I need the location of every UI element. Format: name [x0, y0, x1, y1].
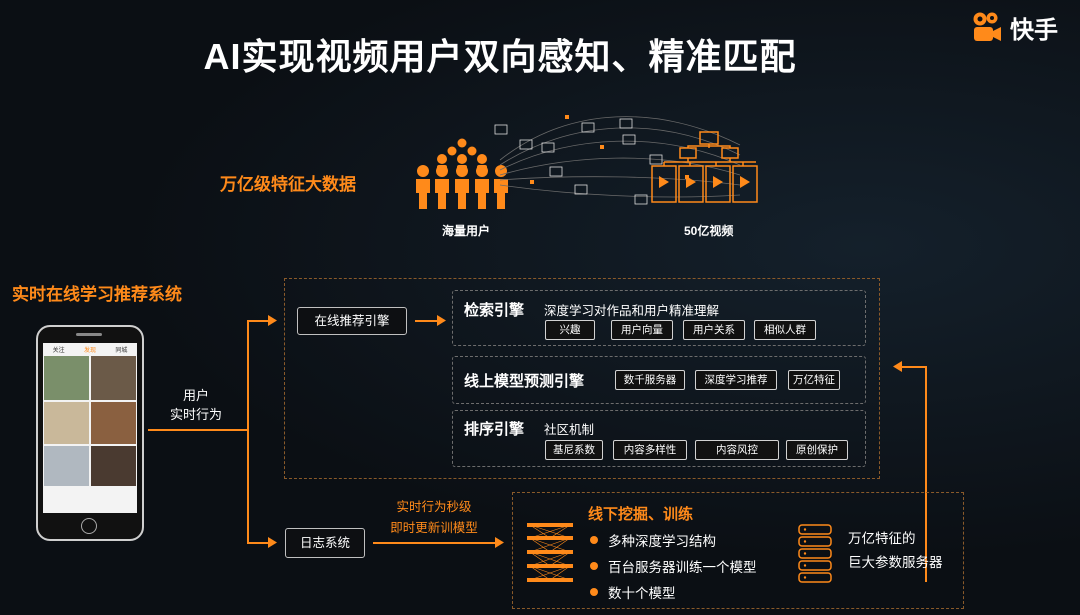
- offline-title: 线下挖掘、训练: [588, 506, 694, 523]
- connector-line: [247, 320, 249, 543]
- tag-gini: 基尼系数: [545, 440, 603, 460]
- log-arrow-line1: 实时行为秒级: [396, 500, 472, 514]
- tag-deep-recommend: 深度学习推荐: [695, 370, 777, 390]
- offline-bullet: 数十个模型: [590, 582, 757, 602]
- videos-label: 50亿视频: [684, 224, 734, 238]
- predict-engine-panel: 线上模型预测引擎 数千服务器 深度学习推荐 万亿特征: [452, 356, 866, 404]
- offline-bullet-text: 百台服务器训练一个模型: [608, 560, 757, 575]
- connector-line: [373, 542, 497, 544]
- feed-thumb[interactable]: [44, 356, 89, 400]
- arrow-icon: [268, 315, 277, 326]
- connector-line: [247, 320, 271, 322]
- server-label: 万亿特征的 巨大参数服务器: [848, 527, 943, 575]
- users-label: 海量用户: [442, 224, 491, 238]
- log-system-button[interactable]: 日志系统: [285, 528, 365, 558]
- videos-tree-icon: [651, 131, 758, 203]
- arrow-icon: [495, 537, 504, 548]
- phone-speaker: [76, 333, 102, 336]
- rank-engine-desc: 社区机制: [544, 423, 595, 437]
- bullet-dot-icon: [590, 536, 598, 544]
- kuaishou-logo-icon: [973, 12, 1001, 41]
- tag-features: 万亿特征: [788, 370, 840, 390]
- server-label-line1: 万亿特征的: [848, 531, 916, 546]
- bullet-dot-icon: [590, 588, 598, 596]
- offline-bullet-list: 多种深度学习结构 百台服务器训练一个模型 数十个模型: [590, 530, 757, 608]
- tag-diversity: 内容多样性: [613, 440, 687, 460]
- tag-similar-crowd: 相似人群: [754, 320, 816, 340]
- bullet-dot-icon: [590, 562, 598, 570]
- phone-tab-discover[interactable]: 发现: [83, 347, 96, 354]
- search-engine-panel: 检索引擎 深度学习对作品和用户精准理解 兴趣 用户向量 用户关系 相似人群: [452, 290, 866, 346]
- feed-thumb[interactable]: [91, 402, 136, 444]
- connector-line: [148, 429, 248, 431]
- user-behavior-label: 用户 实时行为: [168, 386, 224, 424]
- feed-thumb[interactable]: [44, 446, 89, 486]
- predict-engine-title: 线上模型预测引擎: [464, 373, 585, 390]
- feedback-line: [900, 366, 926, 368]
- offline-bullet-text: 数十个模型: [608, 586, 676, 601]
- feed-thumb[interactable]: [91, 356, 136, 400]
- log-arrow-label: 实时行为秒级 即时更新训模型: [378, 497, 490, 539]
- tag-servers: 数千服务器: [615, 370, 685, 390]
- tag-user-relation: 用户关系: [683, 320, 745, 340]
- system-label: 实时在线学习推荐系统: [12, 285, 182, 304]
- logo-text: 快手: [1010, 16, 1058, 44]
- online-system-box: [284, 278, 880, 479]
- feed-thumb[interactable]: [91, 446, 136, 486]
- tag-user-vector: 用户向量: [611, 320, 673, 340]
- kuaishou-logo: 快手: [970, 8, 1058, 46]
- phone-mockup: 关注 发现 同城: [36, 325, 144, 541]
- connector-line: [247, 542, 271, 544]
- rank-engine-panel: 排序引擎 社区机制 基尼系数 内容多样性 内容风控 原创保护: [452, 410, 866, 467]
- phone-tab-follow[interactable]: 关注: [52, 347, 65, 354]
- connector-line: [415, 320, 439, 322]
- page-title: AI实现视频用户双向感知、精准匹配: [203, 36, 797, 77]
- user-behavior-line1: 用户: [182, 388, 209, 403]
- rank-engine-title: 排序引擎: [464, 421, 525, 438]
- log-arrow-line2: 即时更新训模型: [390, 521, 478, 535]
- feed-thumb[interactable]: [44, 402, 89, 444]
- feedback-line: [925, 366, 927, 582]
- search-engine-title: 检索引擎: [464, 302, 525, 319]
- phone-screen: 关注 发现 同城: [43, 343, 137, 513]
- tag-risk-control: 内容风控: [695, 440, 779, 460]
- offline-training-box: [512, 492, 964, 609]
- server-stack-icon: [798, 524, 832, 583]
- user-behavior-line2: 实时行为: [169, 407, 222, 422]
- search-engine-desc: 深度学习对作品和用户精准理解: [544, 304, 720, 318]
- online-engine-button[interactable]: 在线推荐引擎: [297, 307, 407, 335]
- neural-network-icon: [527, 523, 573, 582]
- arrow-icon: [893, 361, 902, 372]
- tag-original: 原创保护: [786, 440, 848, 460]
- phone-home-button[interactable]: [81, 518, 97, 534]
- offline-bullet: 百台服务器训练一个模型: [590, 556, 757, 576]
- offline-bullet: 多种深度学习结构: [590, 530, 757, 550]
- offline-bullet-text: 多种深度学习结构: [608, 534, 716, 549]
- big-data-label: 万亿级特征大数据: [220, 175, 356, 194]
- phone-tab-nearby[interactable]: 同城: [115, 347, 128, 354]
- server-label-line2: 巨大参数服务器: [848, 555, 943, 570]
- tag-interest: 兴趣: [545, 320, 595, 340]
- arrow-icon: [437, 315, 446, 326]
- arrow-icon: [268, 537, 277, 548]
